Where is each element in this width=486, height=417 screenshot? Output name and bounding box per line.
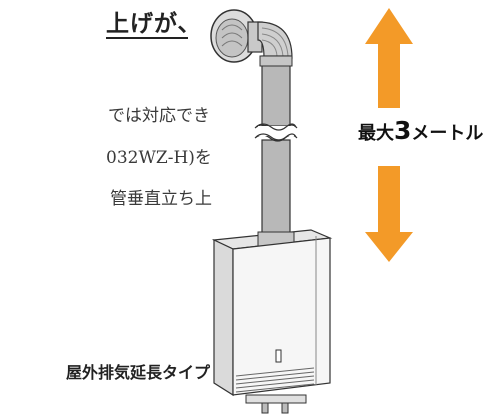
body-text-line-2: 032WZ-H)を bbox=[106, 148, 212, 168]
down-arrow-icon bbox=[365, 166, 413, 262]
height-prefix: 最大 bbox=[358, 123, 394, 144]
body-text-line-3: 管垂直立ち上 bbox=[110, 189, 212, 209]
up-arrow-icon bbox=[365, 8, 413, 108]
water-heater-unit bbox=[211, 229, 333, 414]
heading-underline bbox=[106, 37, 188, 39]
product-caption: 屋外排気延長タイプ bbox=[66, 363, 211, 382]
height-number: 3 bbox=[394, 116, 412, 145]
max-height-label: 最大3メートル bbox=[358, 116, 483, 145]
section-heading: 上げが、 bbox=[106, 11, 202, 37]
height-unit: メートル bbox=[411, 123, 484, 144]
vent-cap bbox=[210, 9, 293, 63]
vent-pipe bbox=[254, 55, 298, 241]
body-text-line-1: では対応でき bbox=[108, 106, 210, 126]
